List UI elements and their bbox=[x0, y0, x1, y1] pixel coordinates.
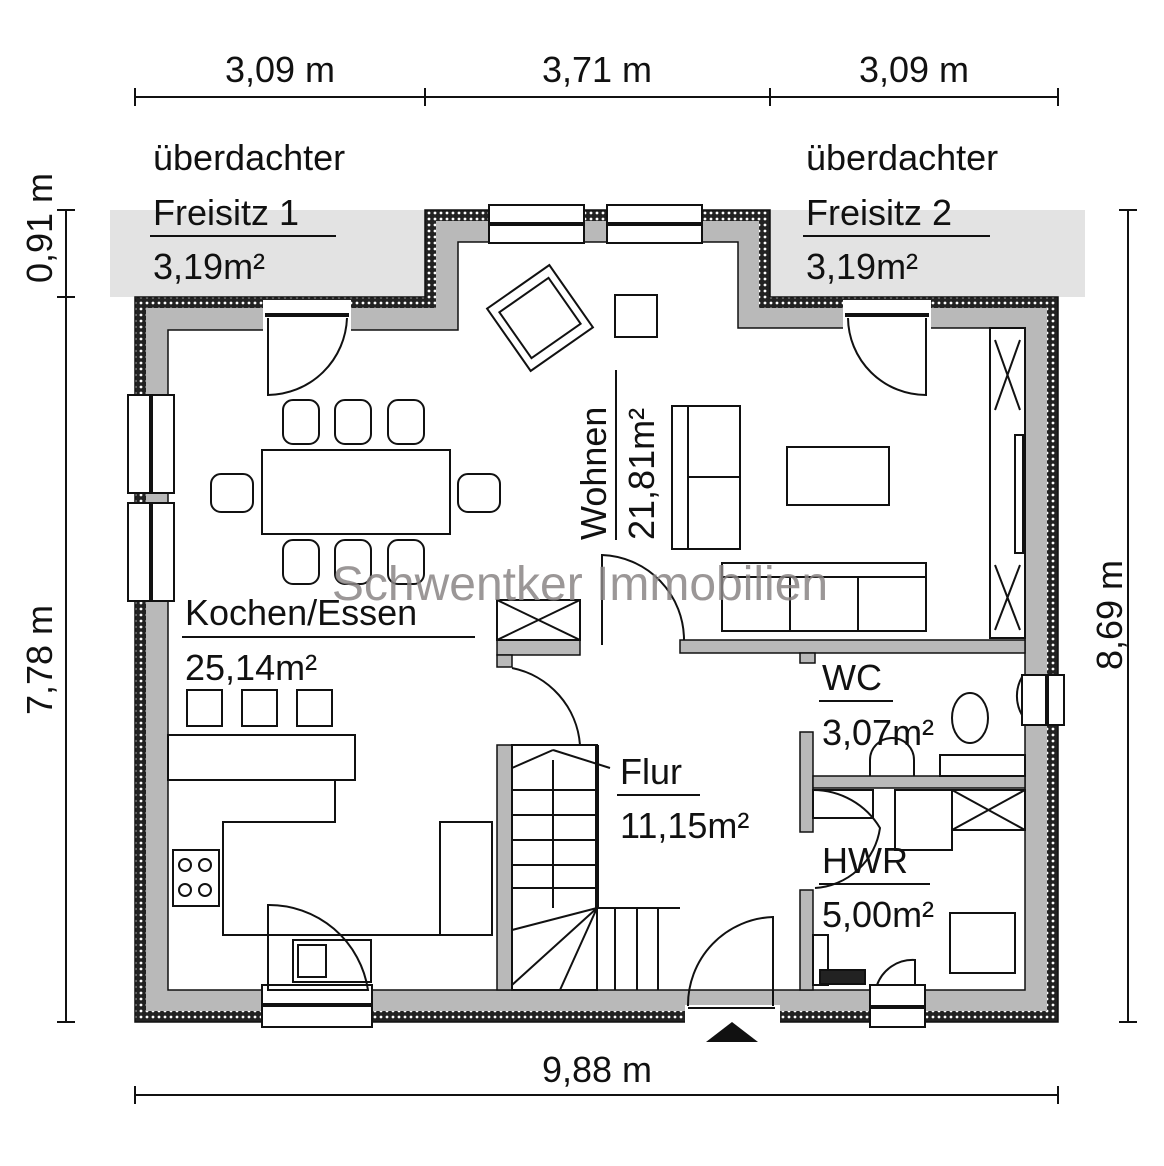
freisitz1-area: 3,19m² bbox=[153, 246, 265, 287]
wohnen-name: Wohnen bbox=[573, 407, 614, 540]
freisitz1-line2: Freisitz 1 bbox=[153, 192, 299, 233]
dim-top-1: 3,09 m bbox=[225, 49, 335, 90]
hwr-area: 5,00m² bbox=[822, 894, 934, 935]
freisitz1-line1: überdachter bbox=[153, 137, 345, 178]
wohnen-area: 21,81m² bbox=[621, 408, 662, 540]
room-hwr: HWR 5,00m² bbox=[819, 840, 934, 935]
room-freisitz-2: überdachter Freisitz 2 3,19m² bbox=[803, 137, 998, 287]
room-wohnen: Wohnen 21,81m² bbox=[573, 370, 662, 540]
dim-left-top: 0,91 m bbox=[19, 173, 60, 283]
watermark: Schwentker Immobilien bbox=[332, 558, 828, 611]
freisitz2-area: 3,19m² bbox=[806, 246, 918, 287]
dim-top-3: 3,09 m bbox=[859, 49, 969, 90]
entrance-arrow-icon bbox=[706, 1022, 758, 1042]
dim-bottom: 9,88 m bbox=[542, 1049, 652, 1090]
windows bbox=[127, 204, 1065, 1028]
dim-right: 8,69 m bbox=[1089, 560, 1130, 670]
room-wc: WC 3,07m² bbox=[819, 657, 934, 753]
flur-name: Flur bbox=[620, 751, 682, 792]
furniture bbox=[167, 263, 1026, 991]
kochen-area: 25,14m² bbox=[185, 647, 317, 688]
freisitz2-line2: Freisitz 2 bbox=[806, 192, 952, 233]
flur-area: 11,15m² bbox=[620, 805, 749, 846]
freisitz2-line1: überdachter bbox=[806, 137, 998, 178]
kochen-name: Kochen/Essen bbox=[185, 592, 417, 633]
dimension-lines bbox=[57, 88, 1137, 1104]
dim-top-2: 3,71 m bbox=[542, 49, 652, 90]
hwr-name: HWR bbox=[822, 840, 908, 881]
dim-left: 7,78 m bbox=[19, 605, 60, 715]
wc-name: WC bbox=[822, 657, 882, 698]
room-kochen-essen: Kochen/Essen 25,14m² bbox=[182, 592, 475, 688]
room-freisitz-1: überdachter Freisitz 1 3,19m² bbox=[150, 137, 345, 287]
wc-area: 3,07m² bbox=[822, 712, 934, 753]
room-flur: Flur 11,15m² bbox=[617, 751, 749, 846]
